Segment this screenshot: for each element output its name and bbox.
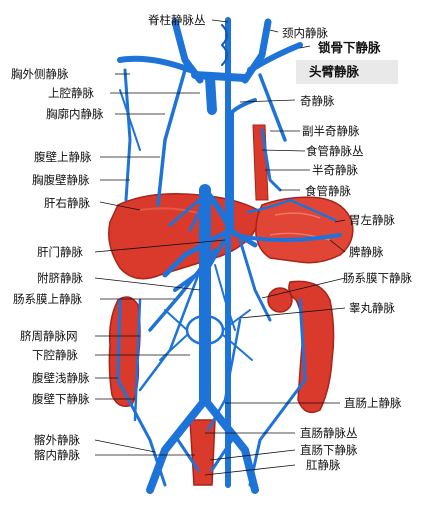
label-superior-epigastric-vein: 腹壁上静脉 bbox=[34, 150, 92, 164]
label-internal-jugular-vein: 颈内静脉 bbox=[282, 26, 328, 40]
rectum bbox=[189, 419, 216, 486]
label-internal-iliac-vein: 髂内静脉 bbox=[34, 448, 80, 462]
descending-colon bbox=[267, 280, 335, 414]
label-superior-mesenteric-vein: 肠系膜上静脉 bbox=[13, 292, 82, 306]
label-brachiocephalic-vein: 头臂静脉 bbox=[309, 64, 360, 79]
label-anal-vein: 肛静脉 bbox=[306, 458, 341, 472]
label-superior-vena-cava: 上腔静脉 bbox=[48, 86, 94, 100]
label-inferior-epigastric-vein: 腹壁下静脉 bbox=[32, 392, 90, 406]
label-accessory-hemiazygos-vein: 副半奇静脉 bbox=[302, 124, 360, 138]
label-paraumbilical-vein: 附脐静脉 bbox=[37, 271, 83, 285]
label-left-gastric-vein: 胃左静脉 bbox=[349, 213, 395, 227]
highlight-band bbox=[296, 60, 398, 84]
stomach bbox=[255, 196, 354, 264]
label-periumbilical-venous-network: 脐周静脉网 bbox=[20, 329, 78, 343]
label-inferior-mesenteric-vein: 肠系膜下静脉 bbox=[343, 271, 412, 285]
label-testicular-vein: 睾丸静脉 bbox=[349, 301, 395, 315]
label-rectal-venous-plexus: 直肠静脉丛 bbox=[300, 426, 358, 440]
label-spinal-venous-plexus: 脊柱静脉丛 bbox=[148, 13, 206, 27]
label-azygos-vein: 奇静脉 bbox=[300, 94, 335, 108]
leader-lines bbox=[94, 19, 346, 476]
label-inferior-vena-cava: 下腔静脉 bbox=[32, 348, 78, 362]
label-hepatic-portal-vein: 肝门静脉 bbox=[37, 245, 83, 259]
label-external-iliac-vein: 髂外静脉 bbox=[34, 433, 80, 447]
label-inferior-rectal-vein: 直肠下静脉 bbox=[300, 443, 358, 457]
label-splenic-vein: 脾静脉 bbox=[349, 245, 384, 259]
label-internal-thoracic-vein: 胸廓内静脉 bbox=[46, 107, 104, 121]
label-esophageal-vein: 食管静脉 bbox=[305, 184, 351, 198]
label-right-hepatic-vein: 肝右静脉 bbox=[44, 196, 90, 210]
label-subclavian-vein: 锁骨下静脉 bbox=[318, 40, 381, 55]
label-hemiazygos-vein: 半奇静脉 bbox=[312, 163, 358, 177]
label-lateral-thoracic-vein: 胸外侧静脉 bbox=[11, 67, 69, 81]
label-superficial-epigastric-vein: 腹壁浅静脉 bbox=[32, 371, 90, 385]
label-thoracoepigastric-vein: 胸腹壁静脉 bbox=[32, 173, 90, 187]
label-esophageal-venous-plexus: 食管静脉丛 bbox=[306, 144, 364, 158]
label-superior-rectal-vein: 直肠上静脉 bbox=[344, 396, 402, 410]
